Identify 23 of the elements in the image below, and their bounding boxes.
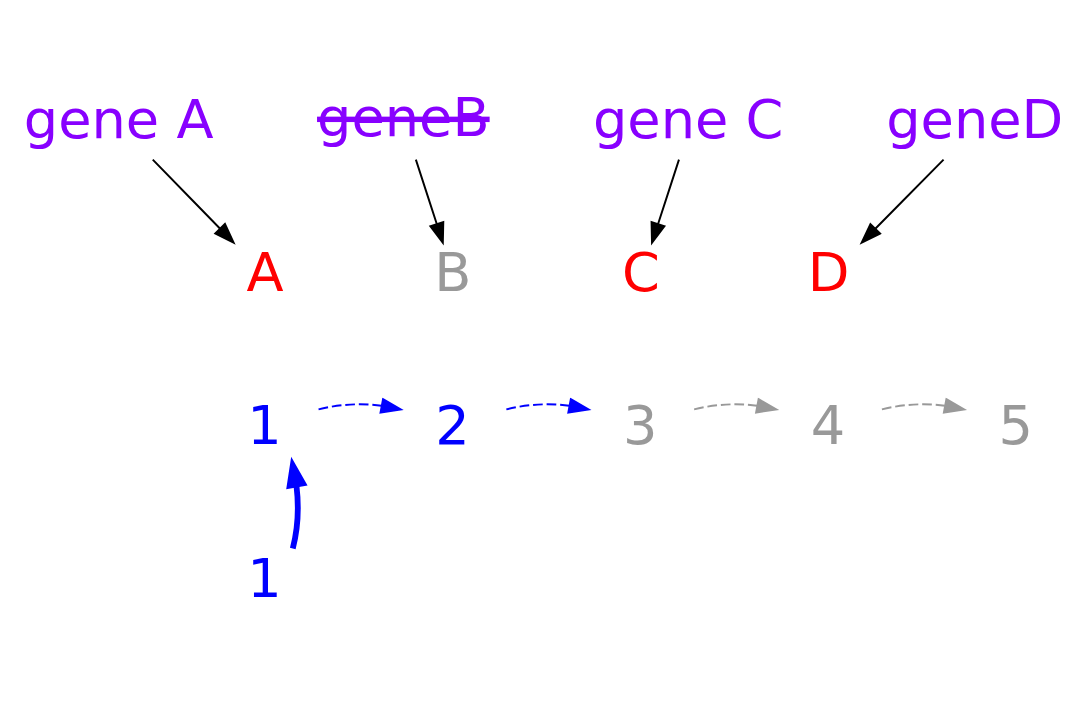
node-text: 1 [247,393,282,457]
node-text: 1 [247,546,282,610]
arrow [317,397,404,414]
arrow [151,158,236,245]
arrow [859,158,945,245]
arrow [286,456,308,550]
arrow [414,158,445,246]
node-text: geneB [317,86,490,150]
node-text: gene C [592,87,784,151]
arrow [650,158,680,246]
arrow [693,397,780,414]
arrow [880,397,968,414]
node-text: 5 [998,393,1033,457]
node-text: B [434,240,472,304]
node-text: C [621,240,660,304]
node-text: 4 [810,393,846,457]
node-text: A [246,240,284,304]
arrow [505,397,592,414]
node-text: 3 [622,393,658,457]
node-text: geneD [886,87,1064,151]
node-text: gene A [23,87,214,151]
node-text: D [807,240,850,304]
node-text: 2 [435,393,470,457]
